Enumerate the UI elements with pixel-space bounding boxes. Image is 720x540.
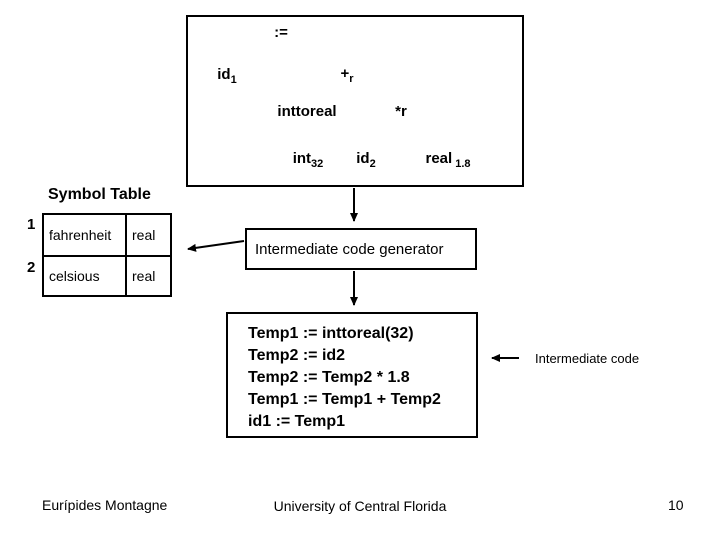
tree-node-star-r: *r: [395, 103, 407, 120]
footer-author: Eurípides Montagne: [42, 497, 168, 513]
symbol-name-cell: fahrenheit: [44, 215, 127, 255]
arrow-generator-to-symbol-table: [187, 240, 245, 252]
code-line: Temp2 := id2: [248, 347, 346, 364]
symbol-type-cell: real: [132, 227, 156, 243]
tree-node-assign: :=: [274, 24, 288, 41]
symbol-table: fahrenheit real celsious real: [42, 213, 172, 297]
intermediate-code-box: Temp1 := inttoreal(32) Temp2 := id2 Temp…: [226, 312, 478, 438]
tree-node-id2: id2: [356, 150, 376, 170]
footer-page-number: 10: [668, 497, 684, 513]
code-line: Temp1 := inttoreal(32): [248, 325, 414, 342]
code-line: Temp2 := Temp2 * 1.8: [248, 369, 410, 386]
symbol-table-row-index-1: 1: [27, 216, 36, 233]
code-line: Temp1 := Temp1 + Temp2: [248, 391, 441, 408]
table-row: celsious real: [44, 255, 170, 295]
symbol-table-row-index-2: 2: [27, 259, 36, 276]
intermediate-code-label: Intermediate code: [535, 351, 640, 366]
intermediate-code-generator-box: Intermediate code generator: [245, 228, 477, 270]
tree-node-inttoreal: inttoreal: [277, 103, 337, 120]
tree-node-id1: id1: [217, 66, 237, 86]
generator-label: Intermediate code generator: [255, 240, 444, 258]
tree-node-int32: int32: [292, 150, 324, 170]
symbol-table-title: Symbol Table: [48, 186, 151, 203]
table-row: fahrenheit real: [44, 215, 170, 255]
code-line: id1 := Temp1: [248, 413, 346, 430]
tree-node-plus-r: +r: [340, 65, 354, 85]
symbol-name-cell: celsious: [44, 257, 127, 295]
syntax-tree-box: [186, 15, 524, 187]
symbol-type-cell: real: [132, 268, 156, 284]
footer-institution: University of Central Florida: [273, 498, 447, 514]
